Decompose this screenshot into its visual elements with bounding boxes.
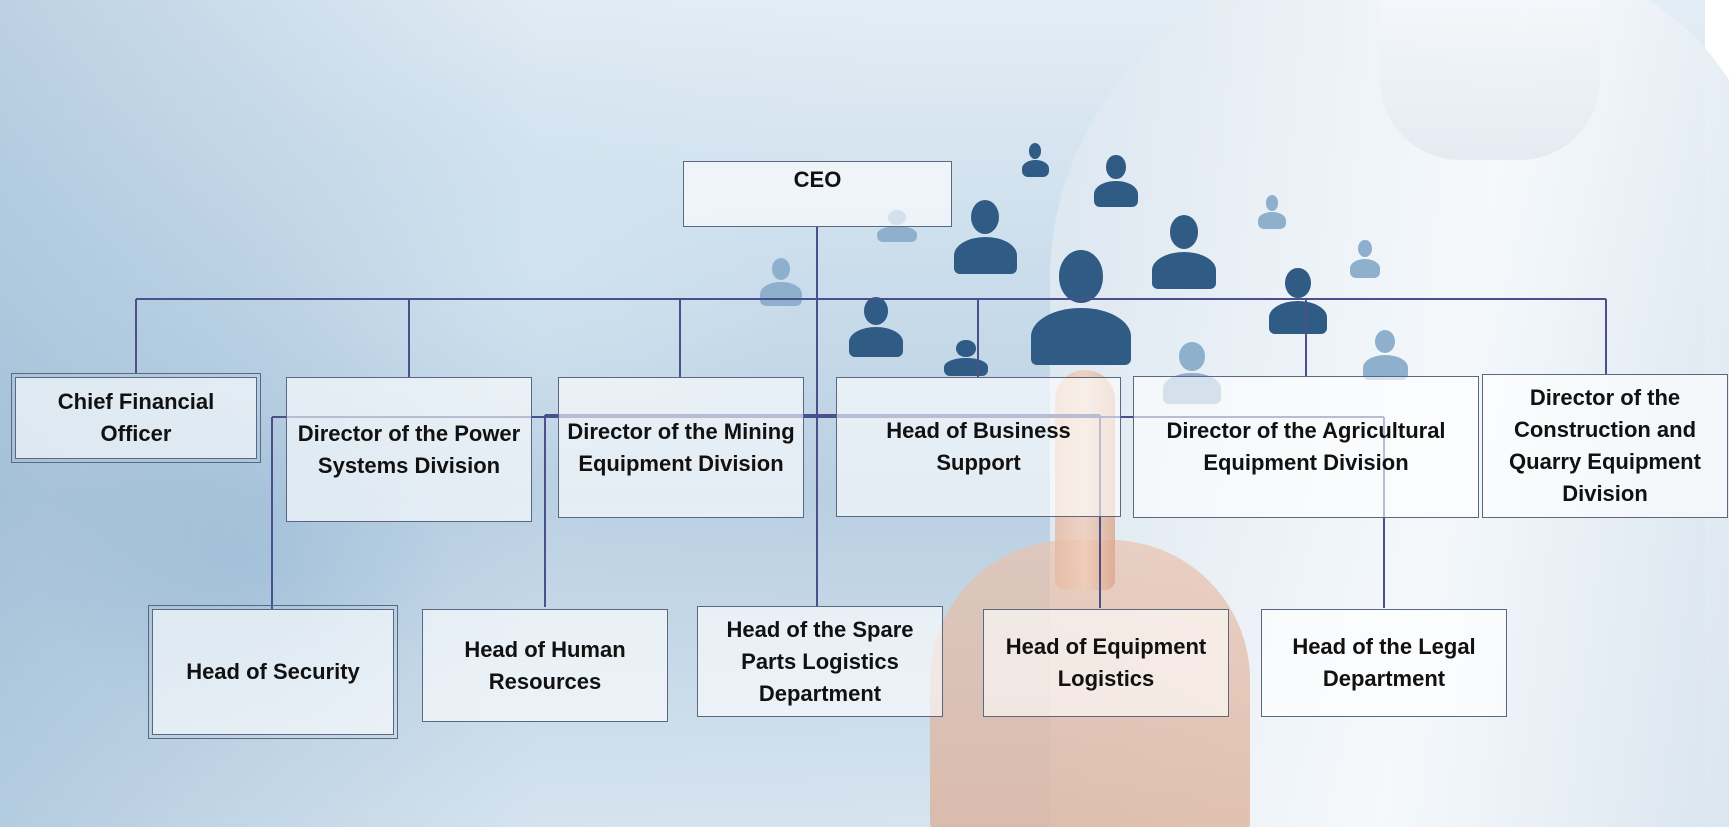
person-icon — [1266, 268, 1330, 334]
org-node-label: Director of the Agricultural Equipment D… — [1166, 418, 1446, 475]
org-node-security: Head of Security — [148, 605, 398, 739]
person-icon — [950, 200, 1020, 274]
person-icon — [1256, 195, 1288, 229]
org-node-mining-equipment: Director of the Mining Equipment Divisio… — [558, 377, 804, 518]
person-icon — [1092, 155, 1140, 207]
org-node-label: Director of the Power Systems Division — [297, 420, 521, 478]
org-node-agricultural-equipment: Director of the Agricultural Equipment D… — [1133, 376, 1479, 518]
org-node-construction-quarry: Director of the Construction and Quarry … — [1482, 374, 1728, 518]
org-node-business-support: Head of Business Support — [836, 377, 1121, 517]
org-node-label: Head of Business Support — [886, 418, 1071, 475]
person-icon — [942, 340, 990, 376]
org-node-label: Director of the Mining Equipment Divisio… — [567, 418, 795, 476]
person-icon — [1020, 143, 1050, 177]
org-node-label: Head of Equipment Logistics — [1005, 634, 1207, 691]
org-node-label: Chief Financial Officer — [57, 389, 215, 446]
org-node-cfo: Chief Financial Officer — [11, 373, 261, 463]
org-node-ceo: CEO — [683, 161, 952, 227]
person-icon — [1148, 215, 1220, 289]
org-node-label: Head of Human Resources — [464, 636, 626, 694]
person-icon — [1348, 240, 1382, 278]
person-icon — [1360, 330, 1410, 380]
org-node-label: Head of the Legal Department — [1292, 634, 1476, 691]
person-icon — [1025, 250, 1137, 365]
org-node-legal: Head of the Legal Department — [1261, 609, 1507, 717]
org-node-spare-parts-logistics: Head of the Spare Parts Logistics Depart… — [697, 606, 943, 717]
org-node-label: Head of Security — [186, 659, 360, 684]
org-node-human-resources: Head of Human Resources — [422, 609, 668, 722]
person-icon — [758, 258, 804, 306]
org-node-label: Director of the Construction and Quarry … — [1509, 385, 1701, 506]
person-icon — [846, 297, 906, 357]
org-node-equipment-logistics: Head of Equipment Logistics — [983, 609, 1229, 717]
org-node-power-systems: Director of the Power Systems Division — [286, 377, 532, 522]
shirt-collar — [1380, 0, 1600, 160]
org-node-label: Head of the Spare Parts Logistics Depart… — [726, 616, 914, 706]
org-node-label: CEO — [793, 167, 842, 192]
